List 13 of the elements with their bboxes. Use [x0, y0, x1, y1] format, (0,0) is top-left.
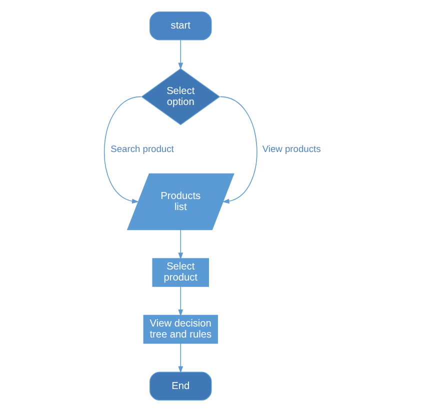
arrow [178, 286, 184, 316]
node-box: start [150, 12, 212, 40]
arrow [220, 96, 258, 204]
arrow [178, 343, 184, 374]
node-box: Select product [152, 258, 210, 287]
arrow [178, 229, 184, 260]
edge-label: View products [262, 144, 321, 154]
edge-label: Search product [110, 144, 174, 154]
node-diamond: Select option [141, 68, 220, 126]
arrow [104, 96, 142, 204]
node-box: End [150, 372, 212, 400]
node-box: View decision tree and rules [143, 314, 218, 344]
arrow [178, 40, 184, 70]
